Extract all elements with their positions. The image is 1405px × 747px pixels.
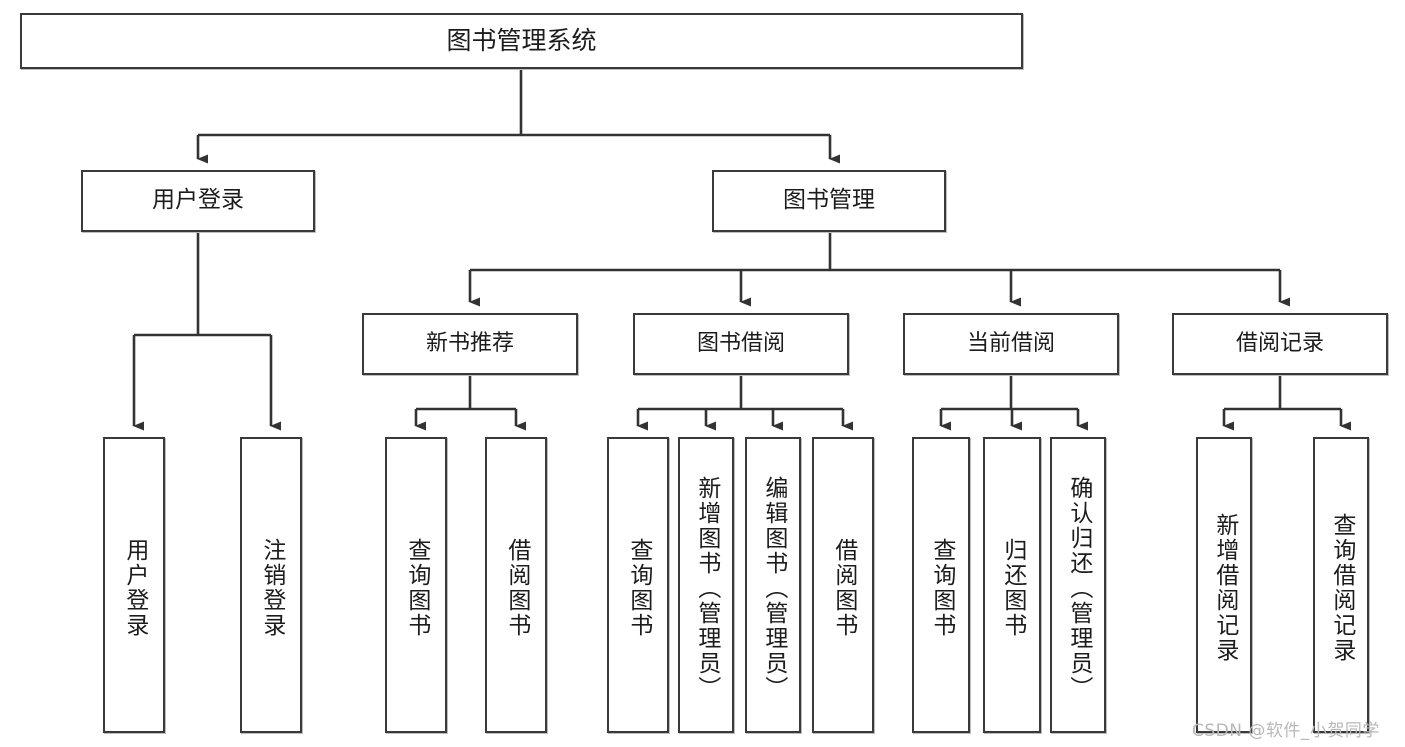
node-leaf-borrow-book[interactable]: 借阅图书 (812, 437, 874, 733)
node-leaf-add-book-admin-label: 新增图书（管理员） (693, 475, 720, 701)
node-new-book-recommend-label: 新书推荐 (425, 330, 514, 356)
node-leaf-logout-label: 注销登录 (258, 538, 285, 638)
node-leaf-edit-book-admin-label: 编辑图书（管理员） (760, 475, 787, 701)
node-leaf-query-book-borrow-label: 查询图书 (625, 538, 652, 638)
node-book-management-label: 图书管理 (783, 187, 875, 214)
node-leaf-query-book-current-label: 查询图书 (928, 538, 955, 638)
node-leaf-logout[interactable]: 注销登录 (240, 437, 302, 733)
node-leaf-query-borrow-record-label: 查询借阅记录 (1328, 513, 1355, 663)
node-leaf-borrow-book-new-label: 借阅图书 (503, 538, 530, 638)
node-leaf-add-book-admin[interactable]: 新增图书（管理员） (678, 437, 734, 733)
node-leaf-query-book-current[interactable]: 查询图书 (912, 437, 970, 733)
node-leaf-return-book[interactable]: 归还图书 (983, 437, 1041, 733)
node-leaf-query-book-new-label: 查询图书 (403, 538, 430, 638)
node-leaf-query-book-borrow[interactable]: 查询图书 (607, 437, 669, 733)
node-leaf-edit-book-admin[interactable]: 编辑图书（管理员） (745, 437, 801, 733)
node-leaf-add-borrow-record-label: 新增借阅记录 (1211, 513, 1238, 663)
node-leaf-confirm-return-admin[interactable]: 确认归还（管理员） (1050, 437, 1106, 733)
node-user-login-label: 用户登录 (152, 187, 244, 214)
node-book-borrow[interactable]: 图书借阅 (633, 313, 849, 375)
node-borrow-records-label: 借阅记录 (1235, 330, 1324, 356)
node-new-book-recommend[interactable]: 新书推荐 (362, 313, 578, 375)
node-leaf-user-login[interactable]: 用户登录 (103, 437, 165, 733)
node-book-management[interactable]: 图书管理 (712, 170, 946, 232)
node-leaf-return-book-label: 归还图书 (999, 538, 1026, 638)
node-borrow-records[interactable]: 借阅记录 (1172, 313, 1388, 375)
node-leaf-user-login-label: 用户登录 (121, 538, 148, 638)
node-current-borrow-label: 当前借阅 (966, 330, 1055, 356)
node-leaf-borrow-book-new[interactable]: 借阅图书 (485, 437, 547, 733)
node-leaf-confirm-return-admin-label: 确认归还（管理员） (1065, 475, 1092, 701)
node-leaf-add-borrow-record[interactable]: 新增借阅记录 (1196, 437, 1252, 733)
node-leaf-query-book-new[interactable]: 查询图书 (385, 437, 447, 733)
node-leaf-query-borrow-record[interactable]: 查询借阅记录 (1313, 437, 1369, 733)
node-current-borrow[interactable]: 当前借阅 (903, 313, 1119, 375)
node-user-login[interactable]: 用户登录 (81, 170, 315, 232)
node-book-borrow-label: 图书借阅 (696, 330, 785, 356)
node-leaf-borrow-book-label: 借阅图书 (830, 538, 857, 638)
csdn-watermark: CSDN @软件_小贺同学 (1192, 721, 1380, 741)
node-root[interactable]: 图书管理系统 (20, 13, 1023, 69)
node-root-label: 图书管理系统 (446, 26, 597, 55)
